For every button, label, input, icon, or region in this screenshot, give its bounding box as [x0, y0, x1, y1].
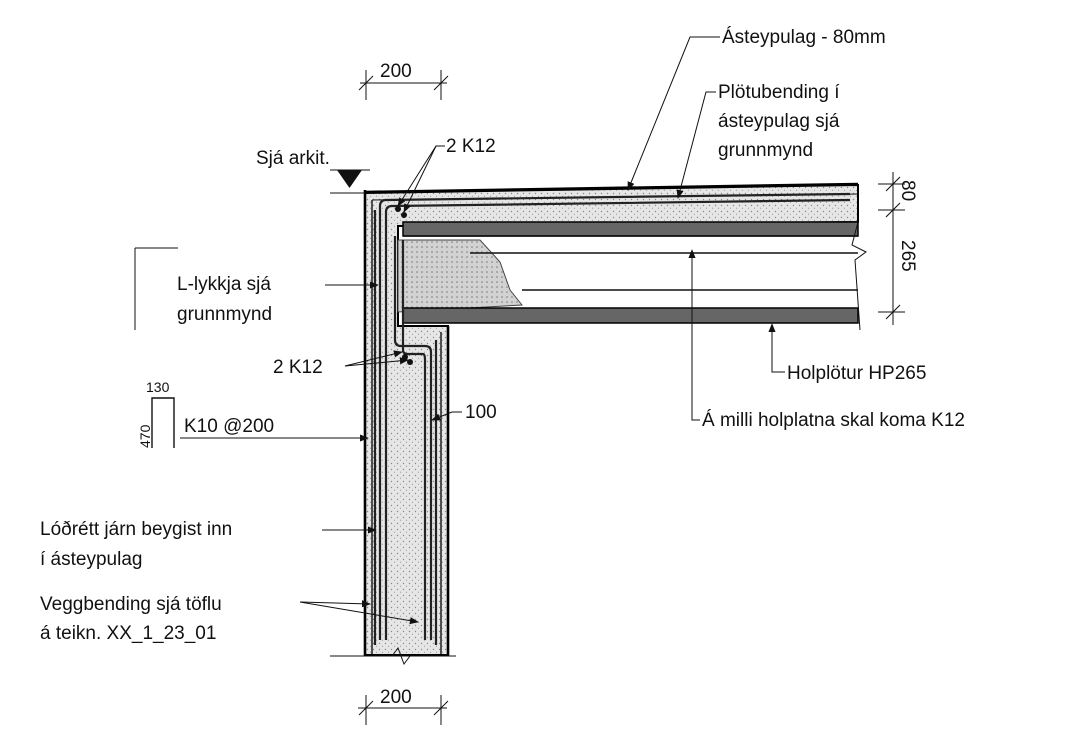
- label-hollowcore: Holplötur HP265: [787, 363, 926, 384]
- label-lloop-2: grunnmynd: [177, 304, 272, 325]
- level-label: Sjá arkit.: [256, 148, 330, 169]
- label-lloop-1: L-lykkja sjá: [177, 274, 271, 295]
- leaders: [134, 36, 785, 625]
- level-marker: [330, 169, 370, 194]
- label-wall-reinf-2: á teikn. XX_1_23_01: [40, 623, 216, 644]
- dim-topping-text: 80: [897, 180, 918, 201]
- label-wall-reinf-1: Veggbending sjá töflu: [40, 594, 222, 615]
- label-corner-bars: 2 K12: [273, 357, 323, 378]
- label-topping: Ásteypulag - 80mm: [722, 27, 886, 48]
- label-vertical-1: Lóðrétt járn beygist inn: [40, 519, 232, 540]
- label-top-bars: 2 K12: [446, 136, 496, 157]
- dim-top-width-text: 200: [380, 61, 412, 82]
- label-slab-reinf-1: Plötubending í: [718, 82, 840, 103]
- dim-bottom-width-text: 200: [380, 687, 412, 708]
- hollowcore-slab: [402, 221, 867, 331]
- label-vertical-2: í ásteypulag: [40, 549, 142, 570]
- label-stirrup-w: 130: [146, 379, 170, 395]
- dim-bottom-width: [358, 695, 449, 725]
- concrete-section: [330, 182, 859, 666]
- dim-top-width: [358, 70, 449, 100]
- label-stirrup: K10 @200: [184, 416, 274, 437]
- label-slab-reinf-3: grunnmynd: [718, 140, 813, 161]
- label-cover: 100: [465, 402, 497, 423]
- label-stirrup-h: 470: [137, 424, 153, 448]
- dim-slab-text: 265: [897, 240, 918, 272]
- label-slab-reinf-2: ásteypulag sjá: [718, 111, 840, 132]
- label-between: Á milli holplatna skal koma K12: [702, 410, 965, 431]
- stirrup-shape: [151, 397, 175, 448]
- dim-right: [878, 172, 905, 325]
